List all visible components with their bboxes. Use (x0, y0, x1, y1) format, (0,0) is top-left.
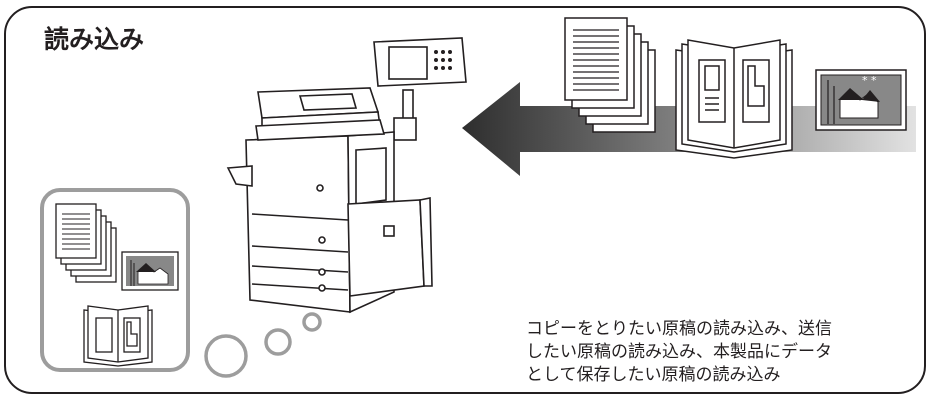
panel-title: 読み込み (44, 25, 145, 54)
bubble-documents-icon (55, 203, 117, 283)
description-text: コピーをとりたい原稿の読み込み、送信 したい原稿の読み込み、本製品にデータ とし… (526, 318, 832, 387)
description-line-2: したい原稿の読み込み、本製品にデータ (526, 342, 832, 362)
bubble-open-book-icon (83, 305, 153, 367)
open-book-icon (675, 39, 793, 159)
thought-dots-icon (204, 312, 322, 378)
svg-text:* *: * * (862, 74, 877, 87)
house-photo-icon: * * (815, 69, 907, 131)
bubble-house-photo-icon (121, 251, 179, 291)
description-line-1: コピーをとりたい原稿の読み込み、送信 (526, 319, 832, 339)
description-line-3: として保存したい原稿の読み込み (526, 365, 781, 385)
stacked-documents-icon (564, 17, 656, 133)
multifunction-printer-icon (226, 37, 467, 314)
